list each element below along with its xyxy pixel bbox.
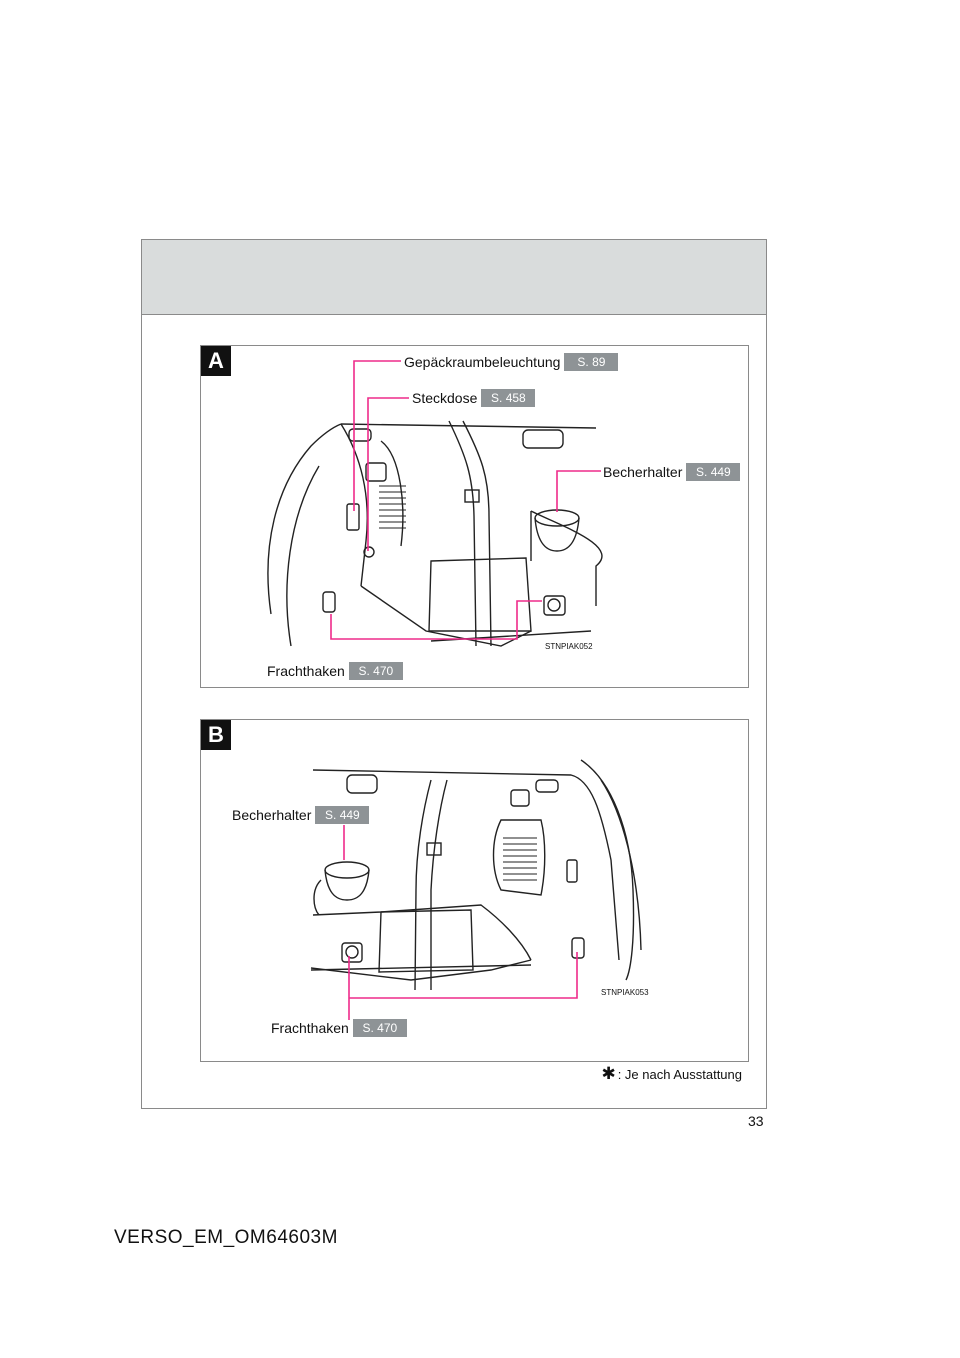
callout-label: Frachthaken xyxy=(267,663,345,679)
callout-luggage-light: Gepäckraumbeleuchtung S. 89 xyxy=(404,353,619,371)
callout-label: Gepäckraumbeleuchtung xyxy=(404,354,561,370)
callout-cup-holder: Becherhalter S. 449 xyxy=(603,463,741,481)
page-ref-badge[interactable]: S. 89 xyxy=(564,353,619,371)
panel-b: B xyxy=(200,719,749,1062)
callout-lines-a xyxy=(330,360,601,640)
asterisk-icon: ✱ xyxy=(601,1064,616,1083)
callout-lines-b xyxy=(343,825,578,1020)
image-code: STNPIAK053 xyxy=(601,988,649,997)
footnote-text: : Je nach Ausstattung xyxy=(617,1067,742,1082)
callout-label: Becherhalter xyxy=(603,464,683,480)
callout-cargo-hook: Frachthaken S. 470 xyxy=(267,662,403,680)
callout-power-outlet: Steckdose S. 458 xyxy=(412,389,536,407)
page-ref-badge[interactable]: S. 458 xyxy=(481,389,536,407)
callout-cup-holder: Becherhalter S. 449 xyxy=(232,806,370,824)
callout-label: Frachthaken xyxy=(271,1020,349,1036)
callout-label: Becherhalter xyxy=(232,807,312,823)
page-number: 33 xyxy=(748,1113,764,1129)
page-ref-badge[interactable]: S. 449 xyxy=(686,463,741,481)
image-code: STNPIAK052 xyxy=(545,642,593,651)
section-header-band xyxy=(142,240,766,315)
panel-b-tag: B xyxy=(201,720,231,750)
footnote: ✱ : Je nach Ausstattung xyxy=(601,1064,742,1084)
luggage-compartment-drawing-a xyxy=(267,360,603,647)
panel-a: A xyxy=(200,345,749,688)
page-frame xyxy=(141,239,767,1109)
callout-cargo-hook: Frachthaken S. 470 xyxy=(271,1019,407,1037)
callout-label: Steckdose xyxy=(412,390,478,406)
page-ref-badge[interactable]: S. 470 xyxy=(348,662,403,680)
luggage-compartment-drawing-b xyxy=(310,759,642,1020)
page-ref-badge[interactable]: S. 470 xyxy=(352,1019,407,1037)
document-id: VERSO_EM_OM64603M xyxy=(114,1227,338,1248)
panel-a-tag: A xyxy=(201,346,231,376)
page-ref-badge[interactable]: S. 449 xyxy=(315,806,370,824)
